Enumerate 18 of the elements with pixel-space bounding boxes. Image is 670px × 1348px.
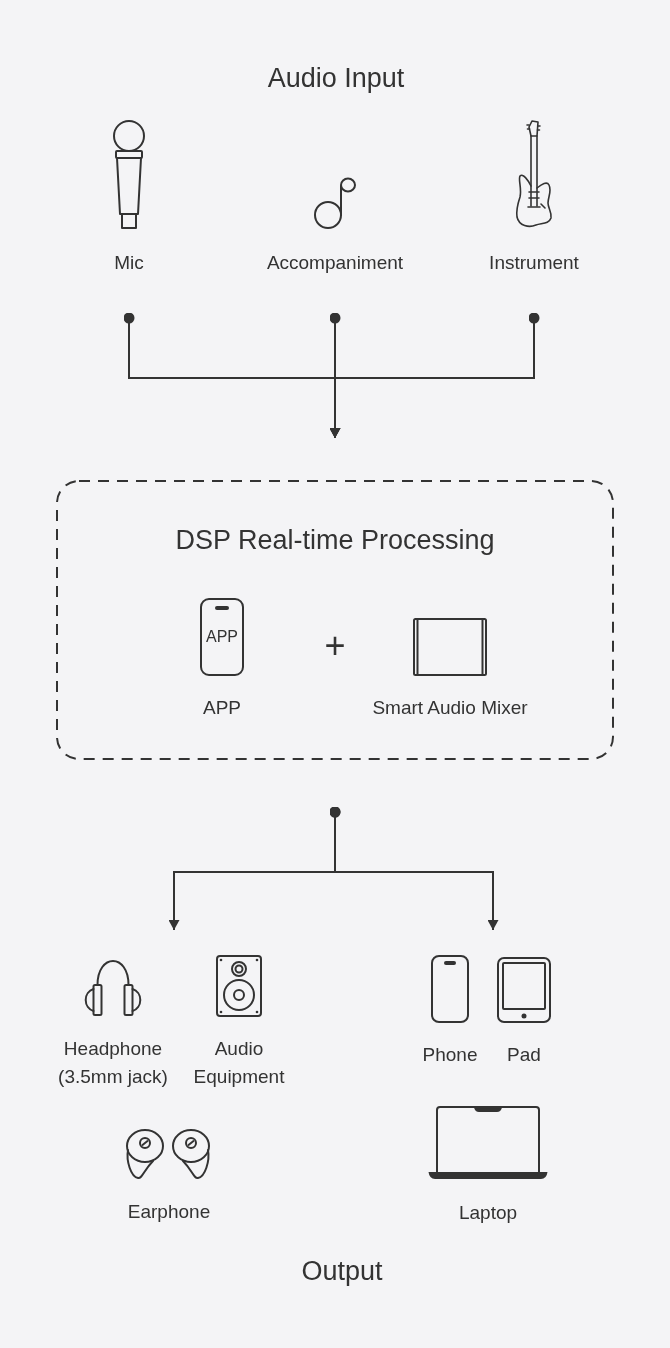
- item-label: Accompaniment: [266, 251, 404, 275]
- item-label: Pad: [507, 1043, 541, 1067]
- plus-sign: +: [324, 628, 346, 664]
- item-label: Smart Audio Mixer: [372, 696, 528, 720]
- connector-arrow: [329, 806, 499, 931]
- group-heading: DSP Real-time Processing: [175, 524, 495, 557]
- item-label: Audio Equipment: [192, 1037, 286, 1089]
- item-label: Phone: [422, 1043, 478, 1067]
- connector-arrow: [329, 312, 540, 439]
- item-label: Mic: [114, 251, 144, 275]
- section-heading: Output: [301, 1255, 383, 1288]
- item-label: Laptop: [458, 1201, 518, 1225]
- item-label: Earphone: [127, 1200, 211, 1224]
- screen-text: APP: [206, 627, 238, 647]
- section-heading: Audio Input: [267, 62, 405, 95]
- item-label: Instrument: [489, 251, 579, 275]
- item-label: Headphone (3.5mm jack): [57, 1037, 169, 1089]
- item-label: APP: [203, 696, 241, 720]
